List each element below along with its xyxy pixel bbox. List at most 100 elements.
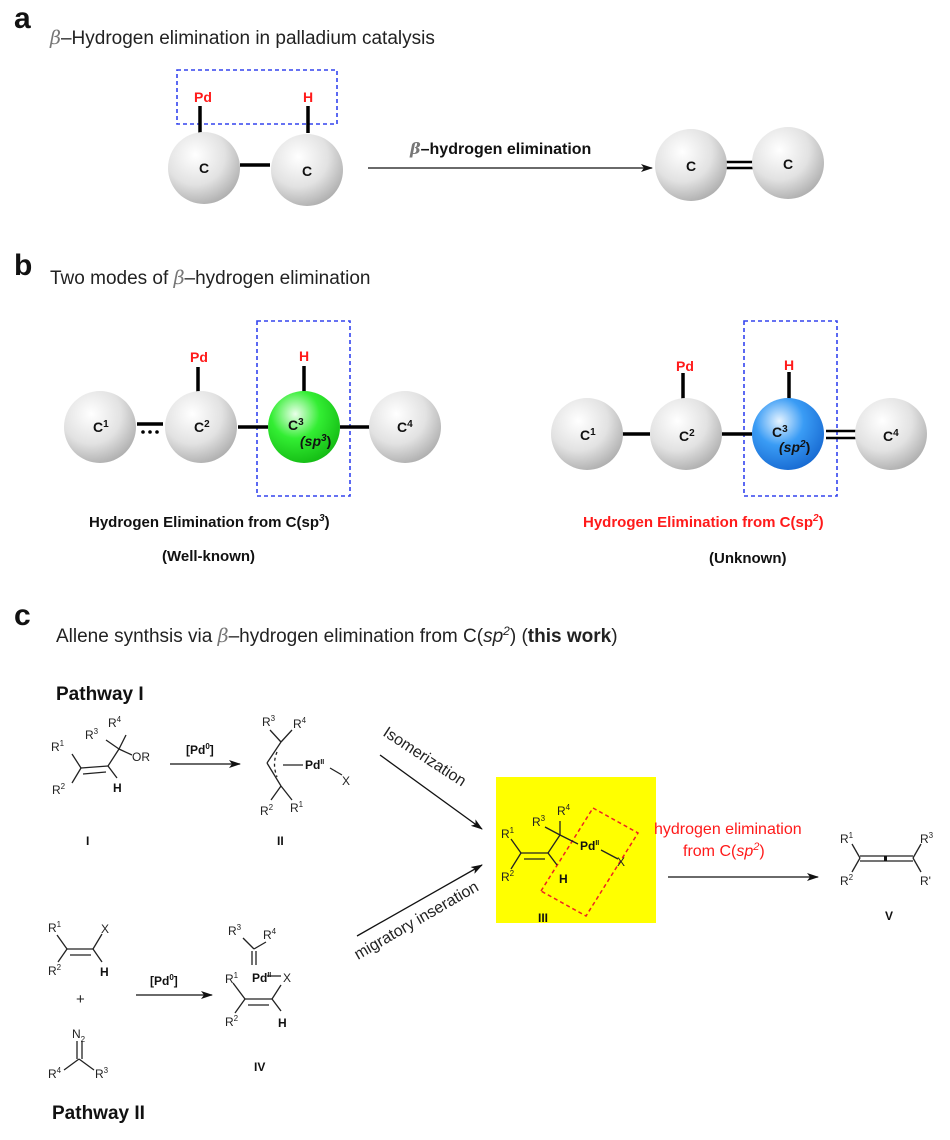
group-label: R1 xyxy=(51,739,65,754)
group-label: R3 xyxy=(920,831,934,846)
atom-label: C xyxy=(302,163,312,179)
h-atom: H xyxy=(559,872,568,886)
or-group: OR xyxy=(132,750,150,764)
hybrid-sup: 3 xyxy=(321,433,327,444)
highlight-box-pd-h xyxy=(176,69,338,125)
group-label: R4 xyxy=(263,927,277,942)
atom-symbol: C xyxy=(194,419,204,435)
transition-state-box xyxy=(539,806,640,918)
hybrid-close: ) xyxy=(327,433,332,449)
sp2-mode-diagram: Pd H C1 C2 C3 (sp2) C4 Hydrogen Eliminat… xyxy=(551,320,927,567)
title-sup: 2 xyxy=(502,624,510,638)
h-atom: H xyxy=(100,965,109,979)
title-text: ) ( xyxy=(510,626,529,647)
atom-index: 2 xyxy=(204,419,210,430)
title-text: Allene synthsis via xyxy=(56,626,218,647)
pd-center: PdII xyxy=(580,839,599,853)
atom-symbol: C xyxy=(288,417,298,433)
panel-a-title: β–Hydrogen elimination in palladium cata… xyxy=(49,27,435,49)
hybrid-text: (sp xyxy=(300,433,321,449)
group-label: R2 xyxy=(501,869,515,884)
atom-label: C xyxy=(686,158,696,174)
atom-index: 4 xyxy=(407,419,413,430)
atom-symbol: C xyxy=(580,427,590,443)
group-label: R2 xyxy=(260,803,274,818)
atom-index: 1 xyxy=(103,419,109,430)
diazo-reactant: N2 R4 R3 xyxy=(48,1027,109,1081)
partial-bond-dot xyxy=(155,430,159,434)
compound-label-V: V xyxy=(885,909,893,923)
caption-close: ) xyxy=(325,514,330,531)
highlight-box-c3 xyxy=(256,320,351,497)
group-label: R2 xyxy=(225,1014,239,1029)
plus-sign: + xyxy=(76,991,85,1008)
group-label: R1 xyxy=(225,971,239,986)
atom-label: C2 xyxy=(194,419,210,435)
group-label: R2 xyxy=(52,782,66,797)
carbon-atom-c3-sp3 xyxy=(268,391,340,463)
pd-label: Pd xyxy=(676,358,694,374)
carbon-atom xyxy=(271,134,343,206)
beta-symbol: β xyxy=(217,625,229,647)
group-label: R1 xyxy=(840,831,854,846)
partial-bond-dot xyxy=(148,430,152,434)
hybrid-close: ) xyxy=(806,439,811,455)
x-group: X xyxy=(283,971,291,985)
caption-sup: 2 xyxy=(812,513,819,524)
arrow-label: β–hydrogen elimination xyxy=(409,139,591,158)
vinyl-halide-reactant: R1 R2 X H xyxy=(48,920,109,979)
compound-label-IV: IV xyxy=(254,1060,265,1074)
caption-close: ) xyxy=(819,514,824,531)
pathway-1-label: Pathway I xyxy=(56,684,144,705)
h-label: H xyxy=(299,348,309,364)
group-label: R3 xyxy=(95,1066,109,1081)
atom-index: 3 xyxy=(782,424,788,435)
sp3-caption: Hydrogen Elimination from C(sp3) xyxy=(89,513,330,531)
carbon-atom-c3-sp2 xyxy=(752,398,824,470)
group-label: R3 xyxy=(532,814,546,829)
compound-label-III: III xyxy=(538,911,548,925)
atom-symbol: C xyxy=(397,419,407,435)
atom-index: 4 xyxy=(893,428,899,439)
atom-index: 1 xyxy=(590,427,596,438)
group-label: R3 xyxy=(228,923,242,938)
h-atom: H xyxy=(278,1016,287,1030)
atom-symbol: C xyxy=(93,419,103,435)
caption-text: Hydrogen Elimination from C(sp xyxy=(583,514,813,531)
group-label: R' xyxy=(920,874,931,888)
atom-label: C4 xyxy=(883,428,899,444)
group-label: R2 xyxy=(840,873,854,888)
atom-symbol: C xyxy=(772,424,782,440)
carbon-atom xyxy=(168,132,240,204)
panel-b-letter: b xyxy=(14,249,32,282)
caption-sup: 3 xyxy=(319,513,325,524)
hybridization-label: (sp2) xyxy=(779,439,810,455)
pd-label: Pd xyxy=(190,349,208,365)
carbon-atom-c2 xyxy=(650,398,722,470)
sp3-status: (Well-known) xyxy=(162,548,255,565)
catalyst-label: [Pd0] xyxy=(150,973,178,988)
elimination-label-line1: hydrogen elimination xyxy=(654,821,802,838)
title-text: Two modes of xyxy=(50,268,174,289)
atom-index: 3 xyxy=(298,417,304,428)
sp3-mode-diagram: Pd H C1 C2 C3 (sp3) C4 Hydrogen Eliminat… xyxy=(64,320,441,565)
elimination-label-line2: from C(sp2) xyxy=(683,841,765,860)
title-text: –hydrogen elimination from C( xyxy=(229,626,484,647)
compound-label-I: I xyxy=(86,834,89,848)
atom-label: C xyxy=(783,156,793,172)
x-group: X xyxy=(342,774,350,788)
hybrid-text: (sp xyxy=(779,439,800,455)
panel-c-title: Allene synthsis via β–hydrogen eliminati… xyxy=(56,624,618,647)
carbon-atom-c4 xyxy=(369,391,441,463)
carbon-atom xyxy=(655,129,727,201)
atom-label: C1 xyxy=(580,427,596,443)
compound-IV: R3 R4 PdII X R1 R2 H IV xyxy=(225,923,291,1074)
h-atom: H xyxy=(113,781,122,795)
compound-V-allene: R1 R2 R3 R' V xyxy=(840,831,934,923)
title-text: ) xyxy=(611,626,617,647)
catalyst-label: [Pd0] xyxy=(186,742,214,757)
atom-label: C xyxy=(199,160,209,176)
atom-index: 2 xyxy=(689,428,695,439)
diazo-n2: N2 xyxy=(72,1027,86,1044)
panel-b-title: Two modes of β–hydrogen elimination xyxy=(50,267,370,289)
